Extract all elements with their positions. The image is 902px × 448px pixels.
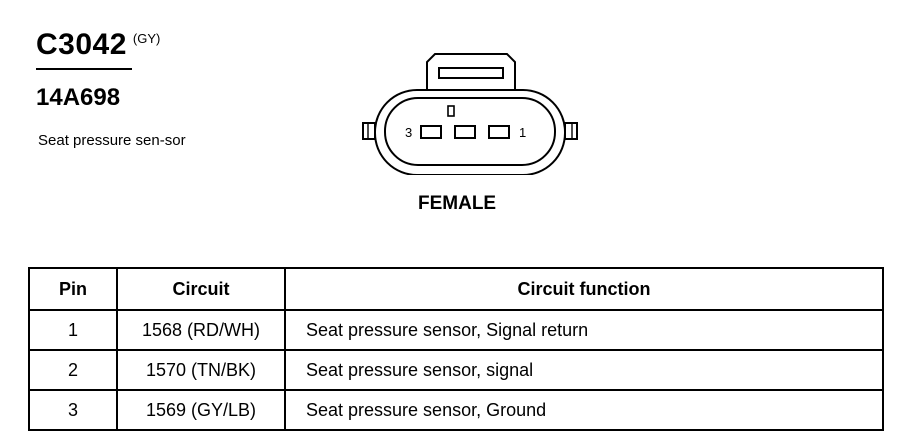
connector-color: (GY) (132, 31, 161, 46)
pin-cavity-3 (420, 125, 442, 139)
connector-face-svg: 3 1 (362, 53, 578, 176)
diagram-pin-label-3: 3 (405, 125, 412, 140)
pin-cavity-2 (454, 125, 476, 139)
pin-cavity-1 (488, 125, 510, 139)
connector-gender: FEMALE (418, 193, 497, 214)
row-function: Seat pressure sensor, Signal return (284, 309, 884, 351)
table-row: 1 1568 (RD/WH) Seat pressure sensor, Sig… (28, 309, 884, 351)
row-pin: 1 (28, 309, 118, 351)
table-row: 3 1569 (GY/LB) Seat pressure sensor, Gro… (28, 389, 884, 431)
polarity-key (447, 105, 455, 117)
latch-slot (438, 67, 504, 79)
header-circuit: Circuit (116, 267, 286, 311)
part-number: 14A698 (36, 84, 121, 111)
diagram-pin-label-1: 1 (519, 125, 526, 140)
header-function: Circuit function (284, 267, 884, 311)
housing-inner (384, 97, 556, 166)
table-row: 2 1570 (TN/BK) Seat pressure sensor, sig… (28, 349, 884, 391)
connector-description: Seat pressure sen-sor (38, 132, 186, 149)
pinout-table: Pin Circuit Circuit function 1 1568 (RD/… (28, 267, 884, 431)
row-function: Seat pressure sensor, signal (284, 349, 884, 391)
row-function: Seat pressure sensor, Ground (284, 389, 884, 431)
row-circuit: 1570 (TN/BK) (116, 349, 286, 391)
connector-face-diagram: 3 1 (355, 40, 585, 180)
latch-outline (426, 53, 516, 93)
header-pin: Pin (28, 267, 118, 311)
row-pin: 2 (28, 349, 118, 391)
row-circuit: 1568 (RD/WH) (116, 309, 286, 351)
right-tab (564, 122, 578, 140)
header-divider (36, 68, 132, 70)
connector-code: C3042 (36, 28, 127, 61)
left-tab (362, 122, 376, 140)
table-header-row: Pin Circuit Circuit function (28, 267, 884, 311)
row-pin: 3 (28, 389, 118, 431)
connector-header: C3042 (GY) (36, 28, 160, 62)
row-circuit: 1569 (GY/LB) (116, 389, 286, 431)
